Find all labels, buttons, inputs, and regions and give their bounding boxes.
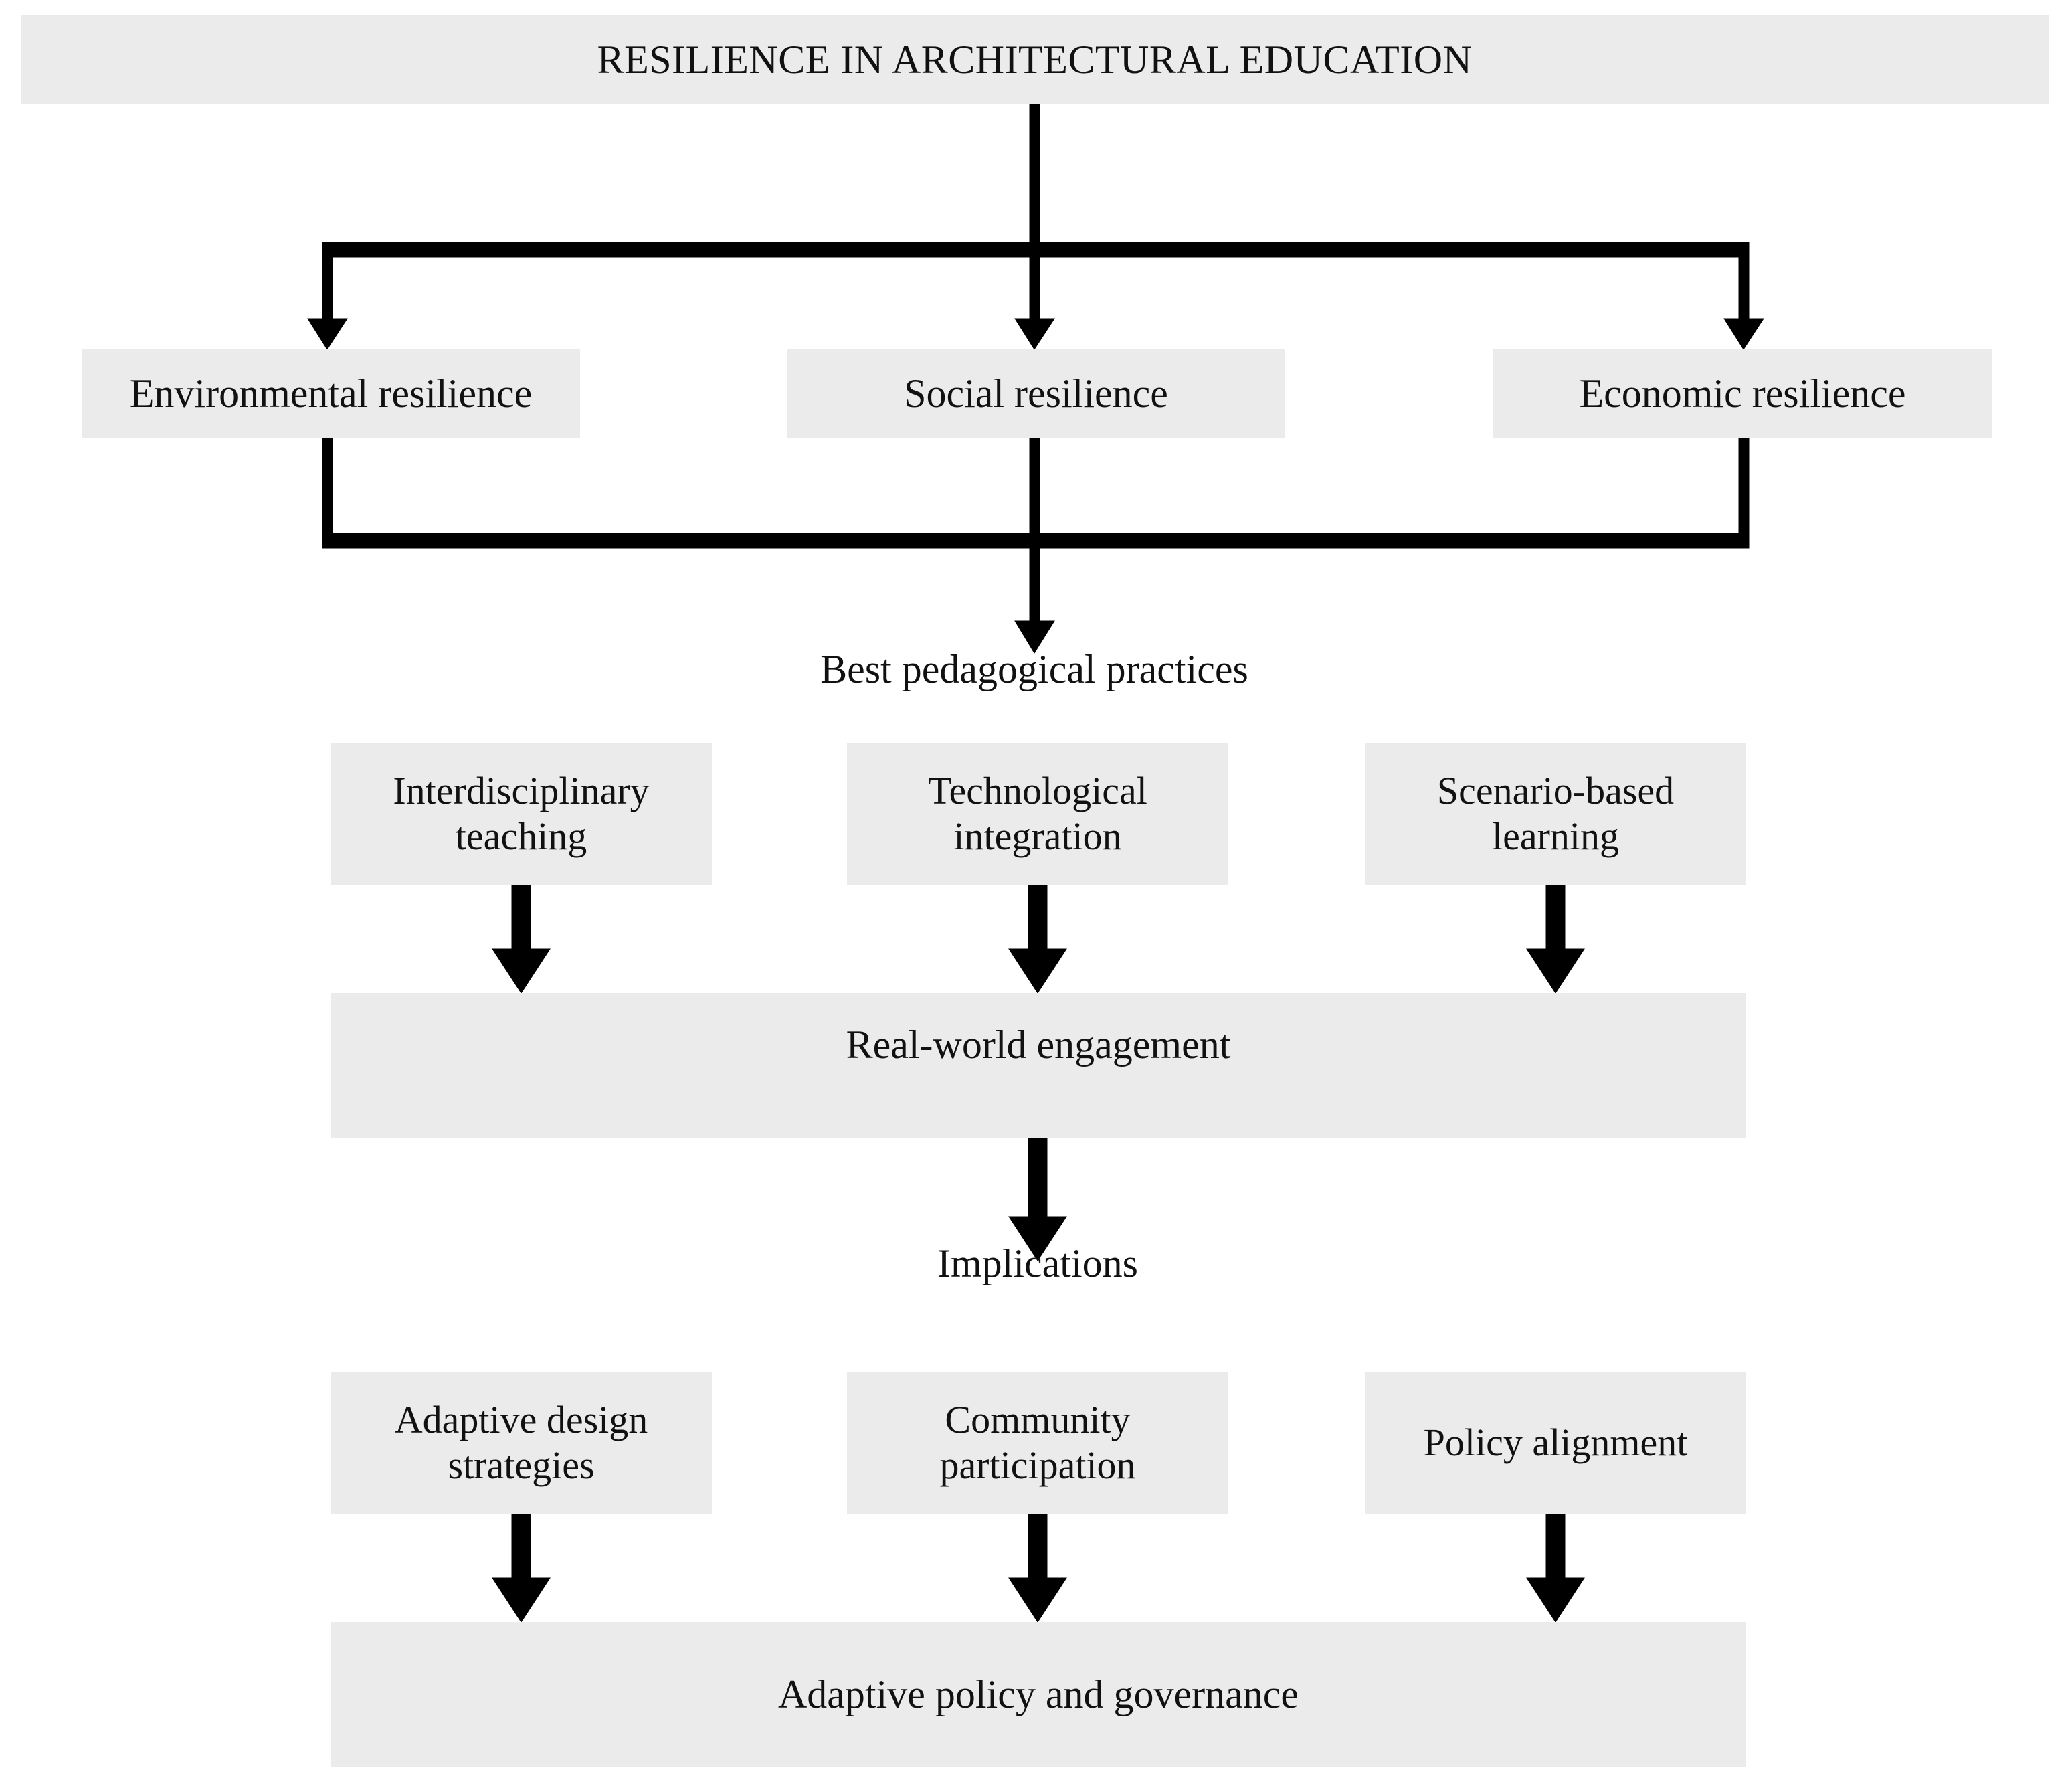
connector-environmental-down (322, 438, 333, 536)
connector-merge-bar (322, 533, 1750, 549)
connector-split-right-stem (1738, 242, 1750, 322)
connector-interdisciplinary-stem (511, 884, 531, 956)
node-community-participation[interactable]: Community participation (847, 1372, 1228, 1514)
connector-technological-stem (1028, 884, 1048, 956)
node-social-resilience[interactable]: Social resilience (787, 349, 1285, 438)
arrowhead-adaptive-design (492, 1577, 551, 1623)
connector-social-down (1029, 438, 1040, 536)
node-real-world-engagement[interactable]: Real-world engagement (331, 993, 1746, 1138)
node-policy-alignment[interactable]: Policy alignment (1365, 1372, 1746, 1514)
arrowhead-to-economic (1723, 318, 1764, 350)
connector-split-bar (322, 242, 1750, 258)
connector-economic-down (1738, 438, 1750, 536)
node-adaptive-policy-and-governance[interactable]: Adaptive policy and governance (331, 1622, 1746, 1767)
arrowhead-scenario (1526, 948, 1585, 994)
node-environmental-resilience[interactable]: Environmental resilience (82, 349, 580, 438)
label-best-pedagogical-practices: Best pedagogical practices (820, 646, 1248, 691)
node-interdisciplinary-teaching[interactable]: Interdisciplinary teaching (331, 743, 712, 885)
label-implications: Implications (937, 1241, 1138, 1285)
connector-merge-stem (1029, 533, 1040, 624)
arrowhead-to-environmental (307, 318, 348, 350)
node-adaptive-design-strategies[interactable]: Adaptive design strategies (331, 1372, 712, 1514)
node-economic-resilience[interactable]: Economic resilience (1493, 349, 1992, 438)
arrowhead-technological (1008, 948, 1067, 994)
connector-scenario-stem (1545, 884, 1566, 956)
connector-split-mid-stem (1029, 242, 1040, 322)
arrowhead-interdisciplinary (492, 948, 551, 994)
diagram-title: RESILIENCE IN ARCHITECTURAL EDUCATION (21, 15, 2049, 104)
arrowhead-to-social (1014, 318, 1055, 350)
node-technological-integration[interactable]: Technological integration (847, 743, 1228, 885)
connector-policy-alignment-stem (1545, 1513, 1566, 1585)
connector-engagement-stem (1028, 1137, 1048, 1224)
node-scenario-based-learning[interactable]: Scenario-based learning (1365, 743, 1746, 885)
connector-split-left-stem (322, 242, 333, 322)
arrowhead-policy-alignment (1526, 1577, 1585, 1623)
connector-adaptive-design-stem (511, 1513, 531, 1585)
connector-title-stem (1029, 104, 1040, 248)
connector-community-stem (1028, 1513, 1048, 1585)
arrowhead-community (1008, 1577, 1067, 1623)
